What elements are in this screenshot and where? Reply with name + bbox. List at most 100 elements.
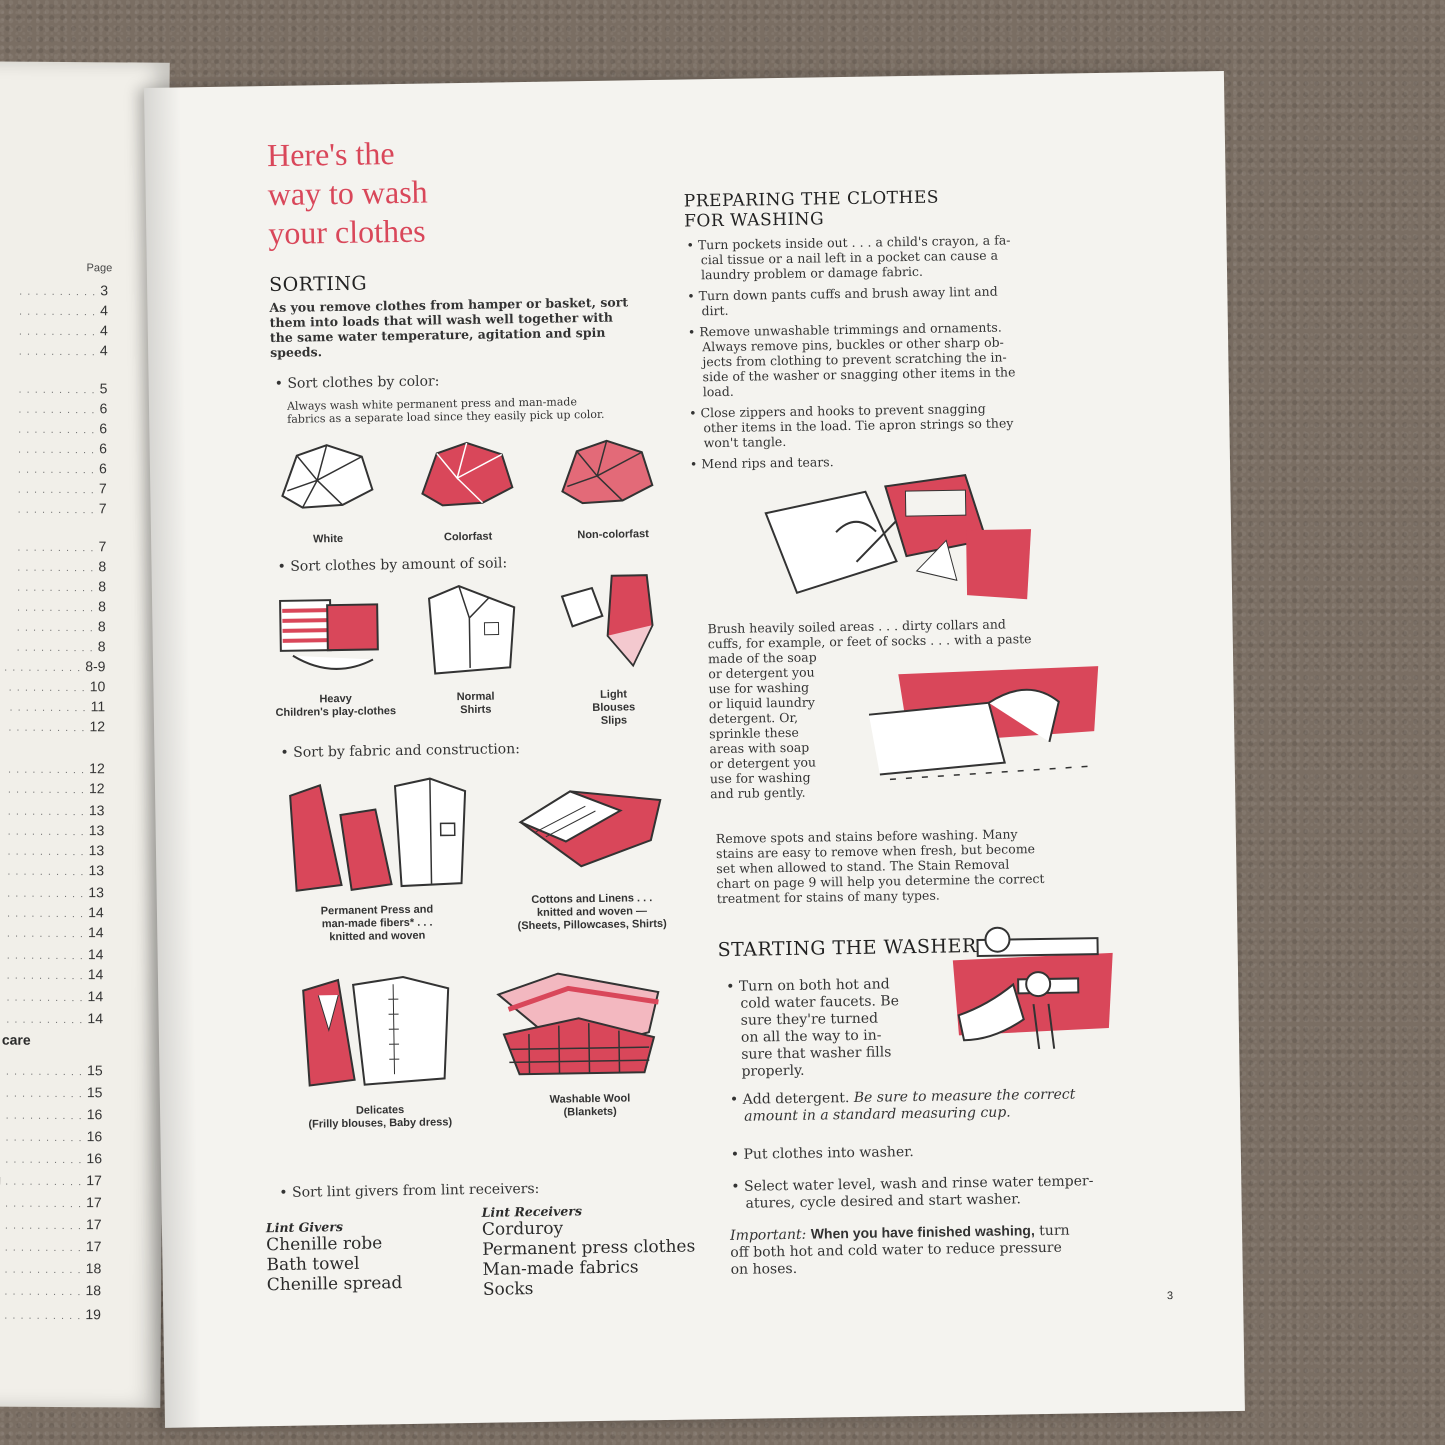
toc-page-number: 13	[88, 842, 105, 859]
non-colorfast-laundry-pile-illustration	[561, 439, 654, 505]
toc-entry: . . . . . . . . . . 4	[0, 321, 108, 338]
toc-entry: . . . . . . . . . . 18	[0, 1259, 102, 1277]
toc-page-number: 4	[100, 302, 109, 319]
toc-leader-dots: . . . . . . . . . .	[7, 887, 89, 901]
toc-page-number: 13	[88, 884, 104, 901]
toc-entry: . . . . . . . . . . 13	[0, 883, 104, 900]
toc-page-number: 8	[98, 558, 107, 575]
toc-page-number: 16	[86, 1150, 103, 1167]
mending-hands-illustration	[764, 474, 1032, 600]
toc-leader-dots: . . . . . . . . . .	[16, 641, 98, 655]
toc-page-number: 16	[86, 1128, 103, 1145]
scrubbing-collar-illustration	[868, 666, 1099, 781]
toc-page-number: 19	[85, 1306, 102, 1323]
toc-leader-dots: . . . . . . . . . .	[1, 1175, 87, 1189]
toc-leader-dots: . . . . . . . . . .	[7, 825, 89, 839]
caption-normal: Normal Shirts	[436, 690, 516, 717]
lint-receiver-item: Permanent press clothes	[482, 1236, 696, 1260]
toc-leader-dots: . . . . . . . . . .	[18, 345, 100, 359]
toc-page-number: 14	[87, 1010, 104, 1027]
toc-leader-dots: . . . . . . . . . .	[4, 1309, 86, 1323]
sort-by-color-label: Sort clothes by color:	[275, 373, 439, 392]
toc-entry: g . . . . . . . . . . 17	[0, 1171, 102, 1189]
toc-page-number: 6	[99, 460, 107, 477]
toc-leader-dots: . . . . . . . . . .	[18, 443, 100, 457]
important-label: Important:	[729, 1226, 807, 1244]
lint-giver-item: Chenille robe	[266, 1233, 383, 1256]
toc-leader-dots: . . . . . . . . . .	[19, 285, 101, 299]
sort-by-fabric-label: Sort by fabric and construction:	[280, 741, 520, 761]
sorting-intro: As you remove clothes from hamper or bas…	[269, 294, 665, 360]
lint-giver-item: Bath towel	[266, 1253, 360, 1276]
toc-entry: . . . . . . . . . . 14	[0, 987, 103, 1004]
toc-page-number: 11	[90, 698, 106, 715]
toc-leader-dots: . . . . . . . . . .	[5, 1153, 87, 1167]
toc-leader-dots: . . . . . . . . . .	[18, 325, 101, 339]
toc-entry: . . . . . . . . . . 13	[0, 801, 105, 818]
preparing-bullet-line: Mend rips and tears.	[690, 451, 1060, 472]
toc-entry: . . . . . . . . . . 8	[0, 617, 106, 634]
faucet-line: Turn on both hot and	[738, 976, 890, 995]
toc-entry: . . . . . . . . . . 14	[0, 965, 104, 983]
faucet-line: sure that washer fills	[741, 1044, 892, 1063]
colorfast-laundry-pile-illustration	[421, 441, 514, 507]
cottons-linens-illustration	[518, 790, 662, 868]
caption-delicates: Delicates (Frilly blouses, Baby dress)	[290, 1103, 470, 1132]
toc-entry: . . . . . . . . . . 4	[0, 301, 108, 318]
caption-line: (Frilly blouses, Baby dress)	[308, 1116, 453, 1131]
preparing-bullet: Mend rips and tears.	[690, 451, 1060, 472]
detergent-italic: amount in a standard measuring cup.	[744, 1104, 1011, 1125]
caption-light: Light Blouses Slips	[573, 688, 654, 728]
toc-leader-dots: . . . . . . . . . .	[6, 969, 88, 983]
toc-entry: . . . . . . . . . . 3	[0, 281, 108, 298]
toc-entry: . . . . . . . . . . 6	[0, 459, 107, 476]
caption-line: Shirts	[460, 703, 492, 717]
toc-page-number: 14	[87, 966, 104, 983]
stain-removal-text: Remove spots and stains before washing. …	[716, 825, 1107, 906]
toc-entry: . . . . . . . . . . 10	[0, 677, 106, 694]
toc-leader-dots: . . . . . . . . . .	[5, 1109, 87, 1123]
caption-line: Children's play-clothes	[275, 705, 397, 720]
toc-entry: . . . . . . . . . . 11	[0, 697, 105, 714]
washable-wool-blanket-illustration	[496, 972, 660, 1076]
faucet-line: on all the way to in-	[740, 1027, 882, 1046]
faucet-line: properly.	[741, 1062, 805, 1080]
heading-line: FOR WASHING	[684, 209, 825, 232]
important-bold: When you have finished washing,	[810, 1222, 1035, 1242]
toc-page-number: 16	[86, 1106, 103, 1123]
toc-leader-dots: . . . . . . . . . .	[5, 1131, 87, 1145]
toc-list: . . . . . . . . . . 3 . . . . . . . . . …	[0, 61, 170, 1322]
caption-line: Normal	[456, 690, 495, 704]
toc-leader-dots: . . . . . . . . . .	[17, 483, 99, 497]
toc-page-number: 18	[85, 1260, 102, 1277]
select-line: atures, cycle desired and start washer.	[745, 1191, 1021, 1212]
toc-leader-dots: . . . . . . . . . .	[7, 783, 90, 797]
preparing-bullet: Remove unwashable trimmings and ornament…	[688, 319, 1059, 400]
toc-page-number: 8-9	[85, 658, 106, 675]
toc-page-number: 12	[89, 718, 106, 735]
toc-page-number: 6	[99, 400, 108, 417]
detergent-text: Add detergent.	[742, 1090, 850, 1108]
toc-leader-dots: . . . . . . . . . .	[4, 1285, 86, 1299]
toc-entry: . . . . . . . . . . 13	[0, 841, 104, 858]
put-clothes-instruction: Put clothes into washer.	[731, 1144, 913, 1163]
toc-entry: . . . . . . . . . . 15	[0, 1061, 103, 1078]
toc-entry: . . . . . . . . . . 14	[0, 903, 104, 920]
title-line: your clothes	[268, 212, 426, 252]
toc-leader-dots: . . . . . . . . . .	[8, 763, 90, 777]
toc-page-number: 17	[86, 1194, 102, 1211]
toc-page-number: 17	[85, 1238, 102, 1255]
heavy-playclothes-illustration	[279, 599, 379, 670]
toc-leader-dots: . . . . . . . . . .	[9, 701, 91, 715]
toc-entry: . . . . . . . . . . 14	[0, 945, 104, 962]
toc-entry: . . . . . . . . . . 13	[0, 861, 104, 878]
faucet-line: cold water faucets. Be	[740, 993, 900, 1012]
toc-page-number: 15	[86, 1084, 103, 1101]
toc-page-number: 8	[98, 578, 107, 595]
toc-page-number: 14	[88, 904, 104, 921]
toc-leader-dots: . . . . . . . . . .	[4, 661, 86, 675]
toc-entry: . . . . . . . . . . 15	[0, 1083, 103, 1100]
light-blouses-slips-illustration	[560, 574, 654, 668]
toc-leader-dots: . . . . . . . . . .	[7, 805, 89, 819]
toc-entry: . . . . . . . . . . 7	[0, 499, 107, 516]
